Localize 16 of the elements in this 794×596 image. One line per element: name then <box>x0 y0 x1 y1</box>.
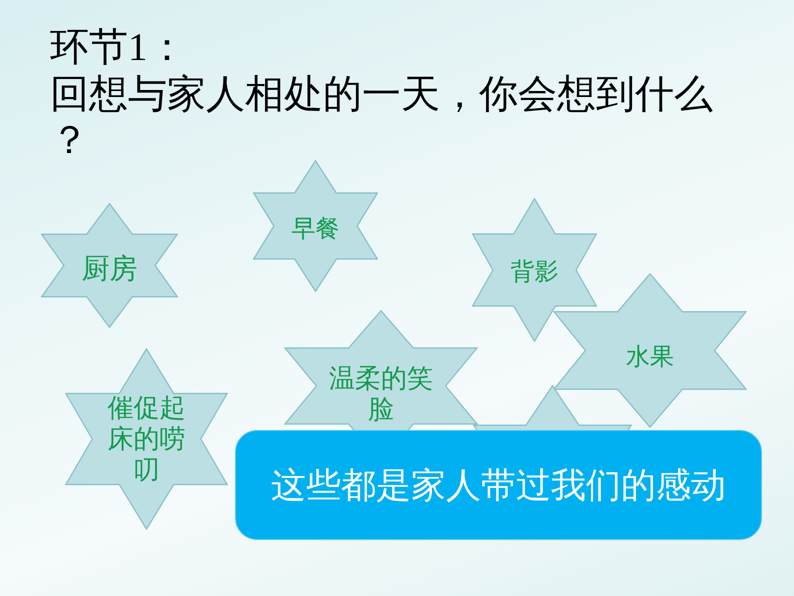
rounded-box <box>235 430 762 540</box>
star-shape <box>284 310 478 431</box>
star-shape <box>65 348 228 530</box>
star-shape <box>41 203 178 328</box>
star-label: 早餐 <box>292 216 340 244</box>
star-shape <box>472 198 597 342</box>
star-shape <box>253 160 378 292</box>
box-text: 这些都是家人带过我们的感动 <box>271 465 726 507</box>
star-label: 厨房 <box>82 252 138 286</box>
question-text: 回想与家人相处的一天，你会想到什么？ <box>50 72 714 164</box>
star-label: 催促起床的唠叨 <box>106 392 186 486</box>
star-label: 背影 <box>510 258 558 288</box>
star-shape <box>473 385 632 431</box>
star-label: 温柔的笑脸 <box>328 363 434 425</box>
slide-title: 环节1： <box>50 25 186 71</box>
star-label: 水果 <box>626 343 674 372</box>
